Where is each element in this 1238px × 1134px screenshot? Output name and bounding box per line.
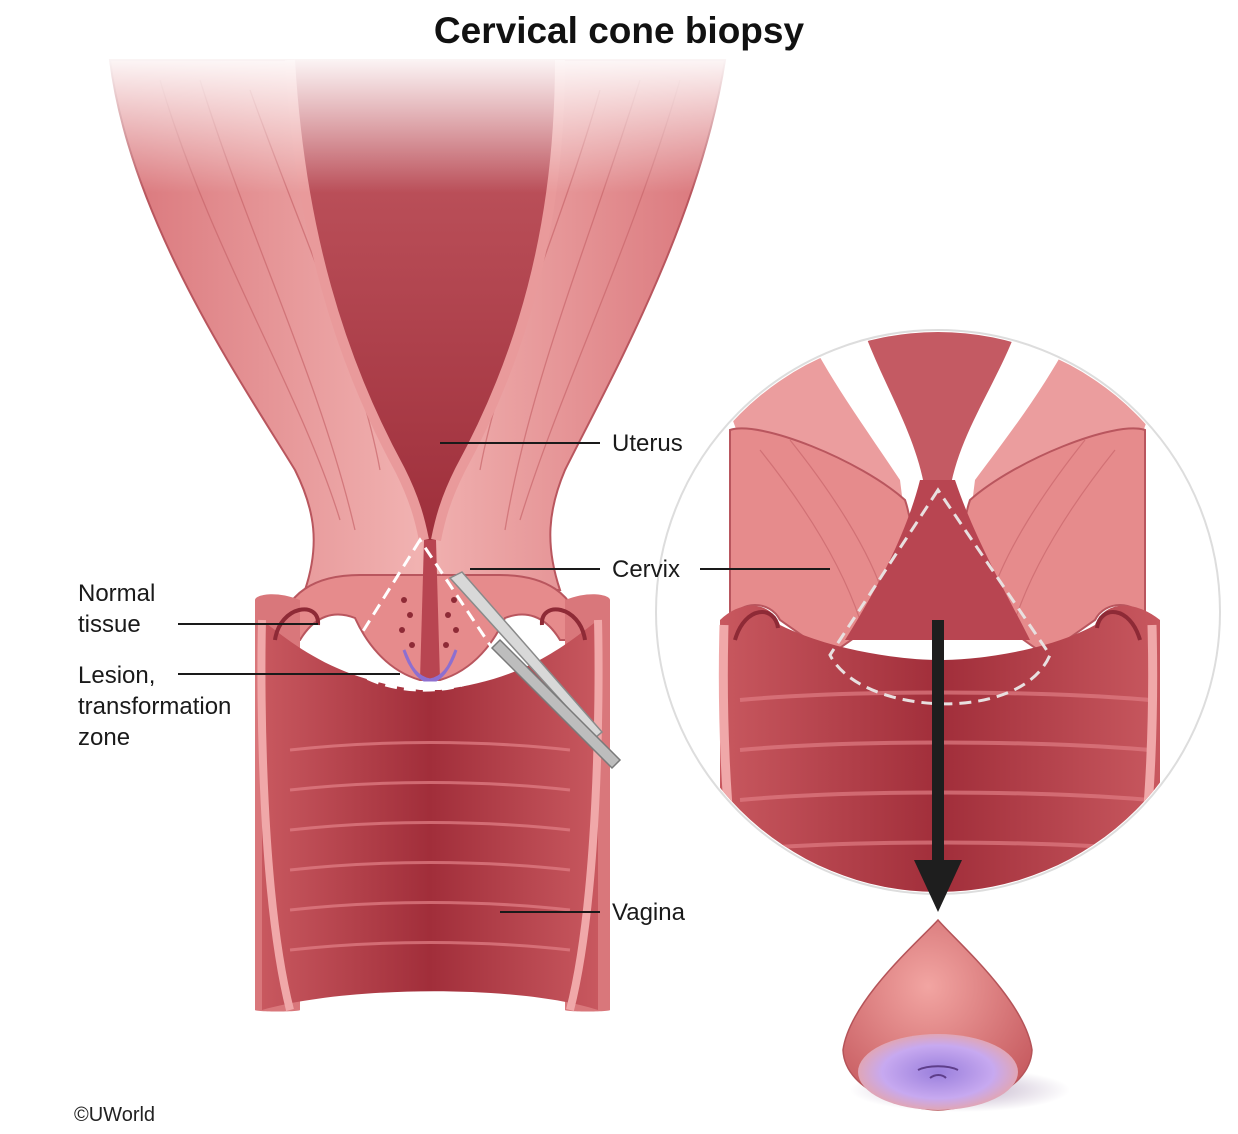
label-normal-tissue-line1: Normal (78, 580, 156, 607)
label-vagina: Vagina (612, 899, 685, 926)
label-uterus: Uterus (612, 430, 683, 457)
copyright: ©UWorld (74, 1104, 156, 1126)
label-lesion-line2: transformation (78, 693, 232, 720)
label-normal-tissue-line2: tissue (78, 611, 141, 638)
label-lesion-line1: Lesion, (78, 662, 156, 689)
label-cervix: Cervix (612, 556, 681, 583)
label-lesion: Lesion, transformation zone (78, 660, 231, 753)
leader-lines (178, 442, 830, 913)
label-lesion-line3: zone (78, 724, 131, 751)
diagram-title: Cervical cone biopsy (433, 10, 805, 51)
scalpel-icon (448, 571, 622, 770)
label-normal-tissue: Normal tissue (78, 578, 155, 640)
uterus-cervix-vagina-illustration (100, 50, 740, 1012)
excised-cone-specimen (842, 918, 1070, 1112)
down-arrow-icon (914, 620, 962, 912)
